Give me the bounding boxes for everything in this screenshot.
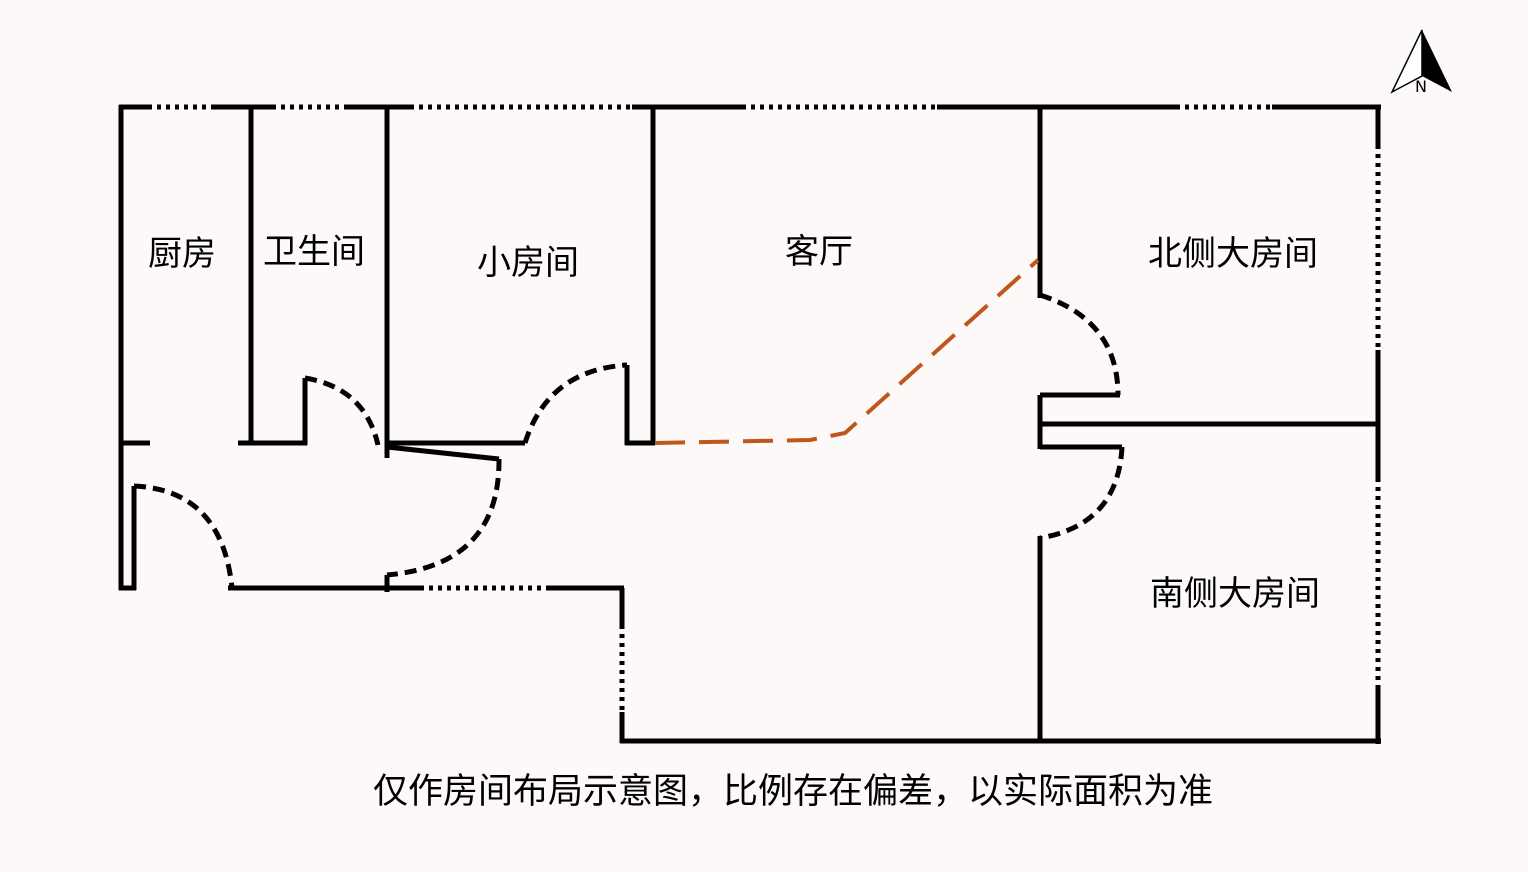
interior-walls-west (119, 107, 656, 592)
room-label-south-bedroom: 南侧大房间 (1150, 574, 1320, 614)
room-label-small-room: 小房间 (477, 243, 579, 283)
entrance-door (133, 483, 235, 589)
north-compass-icon: N (1390, 29, 1452, 96)
interior-walls-east (1037, 107, 1380, 743)
north-bedroom-door (1039, 292, 1121, 396)
south-bedroom-door (1039, 446, 1125, 541)
room-label-north-bedroom: 北侧大房间 (1148, 234, 1318, 274)
living-room-boundary (654, 258, 1040, 445)
room-label-bathroom: 卫生间 (263, 232, 365, 272)
doors (133, 292, 1125, 589)
compass-letter: N (1415, 77, 1427, 96)
bathroom-door (304, 375, 381, 446)
left-wall (118, 105, 137, 590)
disclaimer-note: 仅作房间布局示意图，比例存在偏差，以实际面积为准 (373, 772, 1213, 812)
hall-door (386, 458, 502, 578)
small-room-door (522, 362, 628, 444)
room-label-kitchen: 厨房 (148, 234, 216, 274)
room-label-living-room: 客厅 (785, 232, 853, 272)
